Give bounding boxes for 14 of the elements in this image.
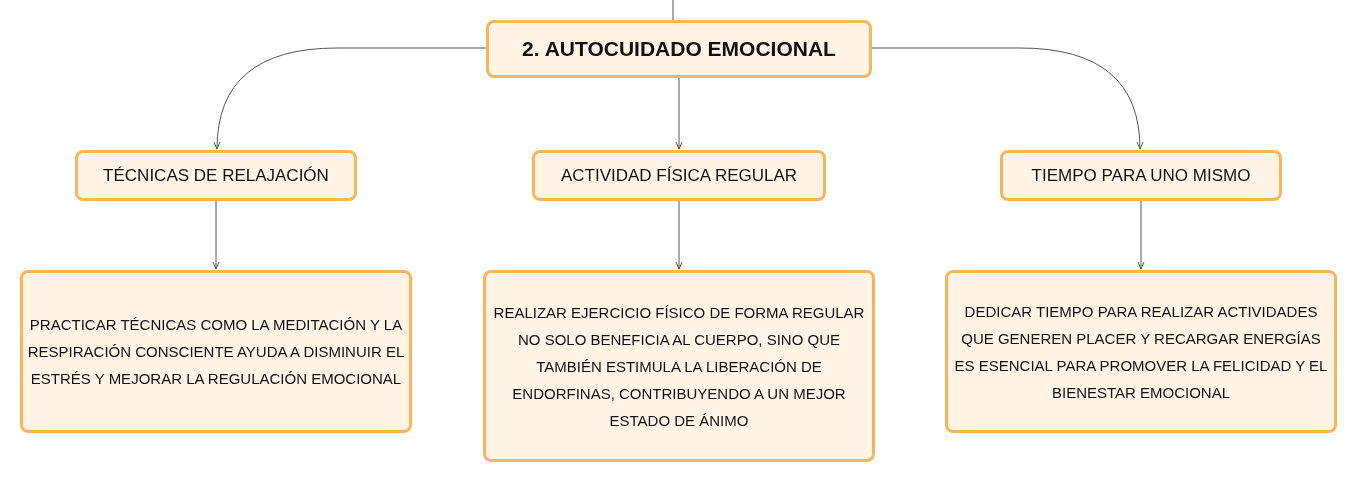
subtopic-box: ACTIVIDAD FÍSICA REGULAR <box>532 150 826 201</box>
connector-line <box>675 77 683 150</box>
connector-line <box>672 0 674 21</box>
description-box: PRACTICAR TÉCNICAS COMO LA MEDITACIÓN Y LA RESPIRACIÓN CONSCIENTE AYUDA A DISMINUIR EL ESTRÉS Y MEJORAR LA REGULACIÓN EMOCIONAL <box>20 270 412 433</box>
connector-line <box>675 200 683 270</box>
main-topic-box: 2. AUTOCUIDADO EMOCIONAL <box>486 20 872 78</box>
connector-line <box>1137 200 1145 270</box>
subtopic-box: TIEMPO PARA UNO MISMO <box>1000 150 1282 201</box>
connector-line <box>212 200 220 270</box>
description-box: REALIZAR EJERCICIO FÍSICO DE FORMA REGULAR NO SOLO BENEFICIA AL CUERPO, SINO QUE TAMBIÉN ESTIMULA LA LIBERACIÓN DE ENDORFINAS, CONTRIBUYENDO A UN MEJOR ESTADO DE ÁNIMO <box>483 270 875 462</box>
connector-line <box>213 47 487 150</box>
description-box: DEDICAR TIEMPO PARA REALIZAR ACTIVIDADES QUE GENEREN PLACER Y RECARGAR ENERGÍAS ES ESENCIAL PARA PROMOVER LA FELICIDAD Y EL BIENESTAR EMOCIONAL <box>945 270 1337 433</box>
subtopic-box: TÉCNICAS DE RELAJACIÓN <box>75 150 357 201</box>
connector-line <box>871 47 1144 150</box>
